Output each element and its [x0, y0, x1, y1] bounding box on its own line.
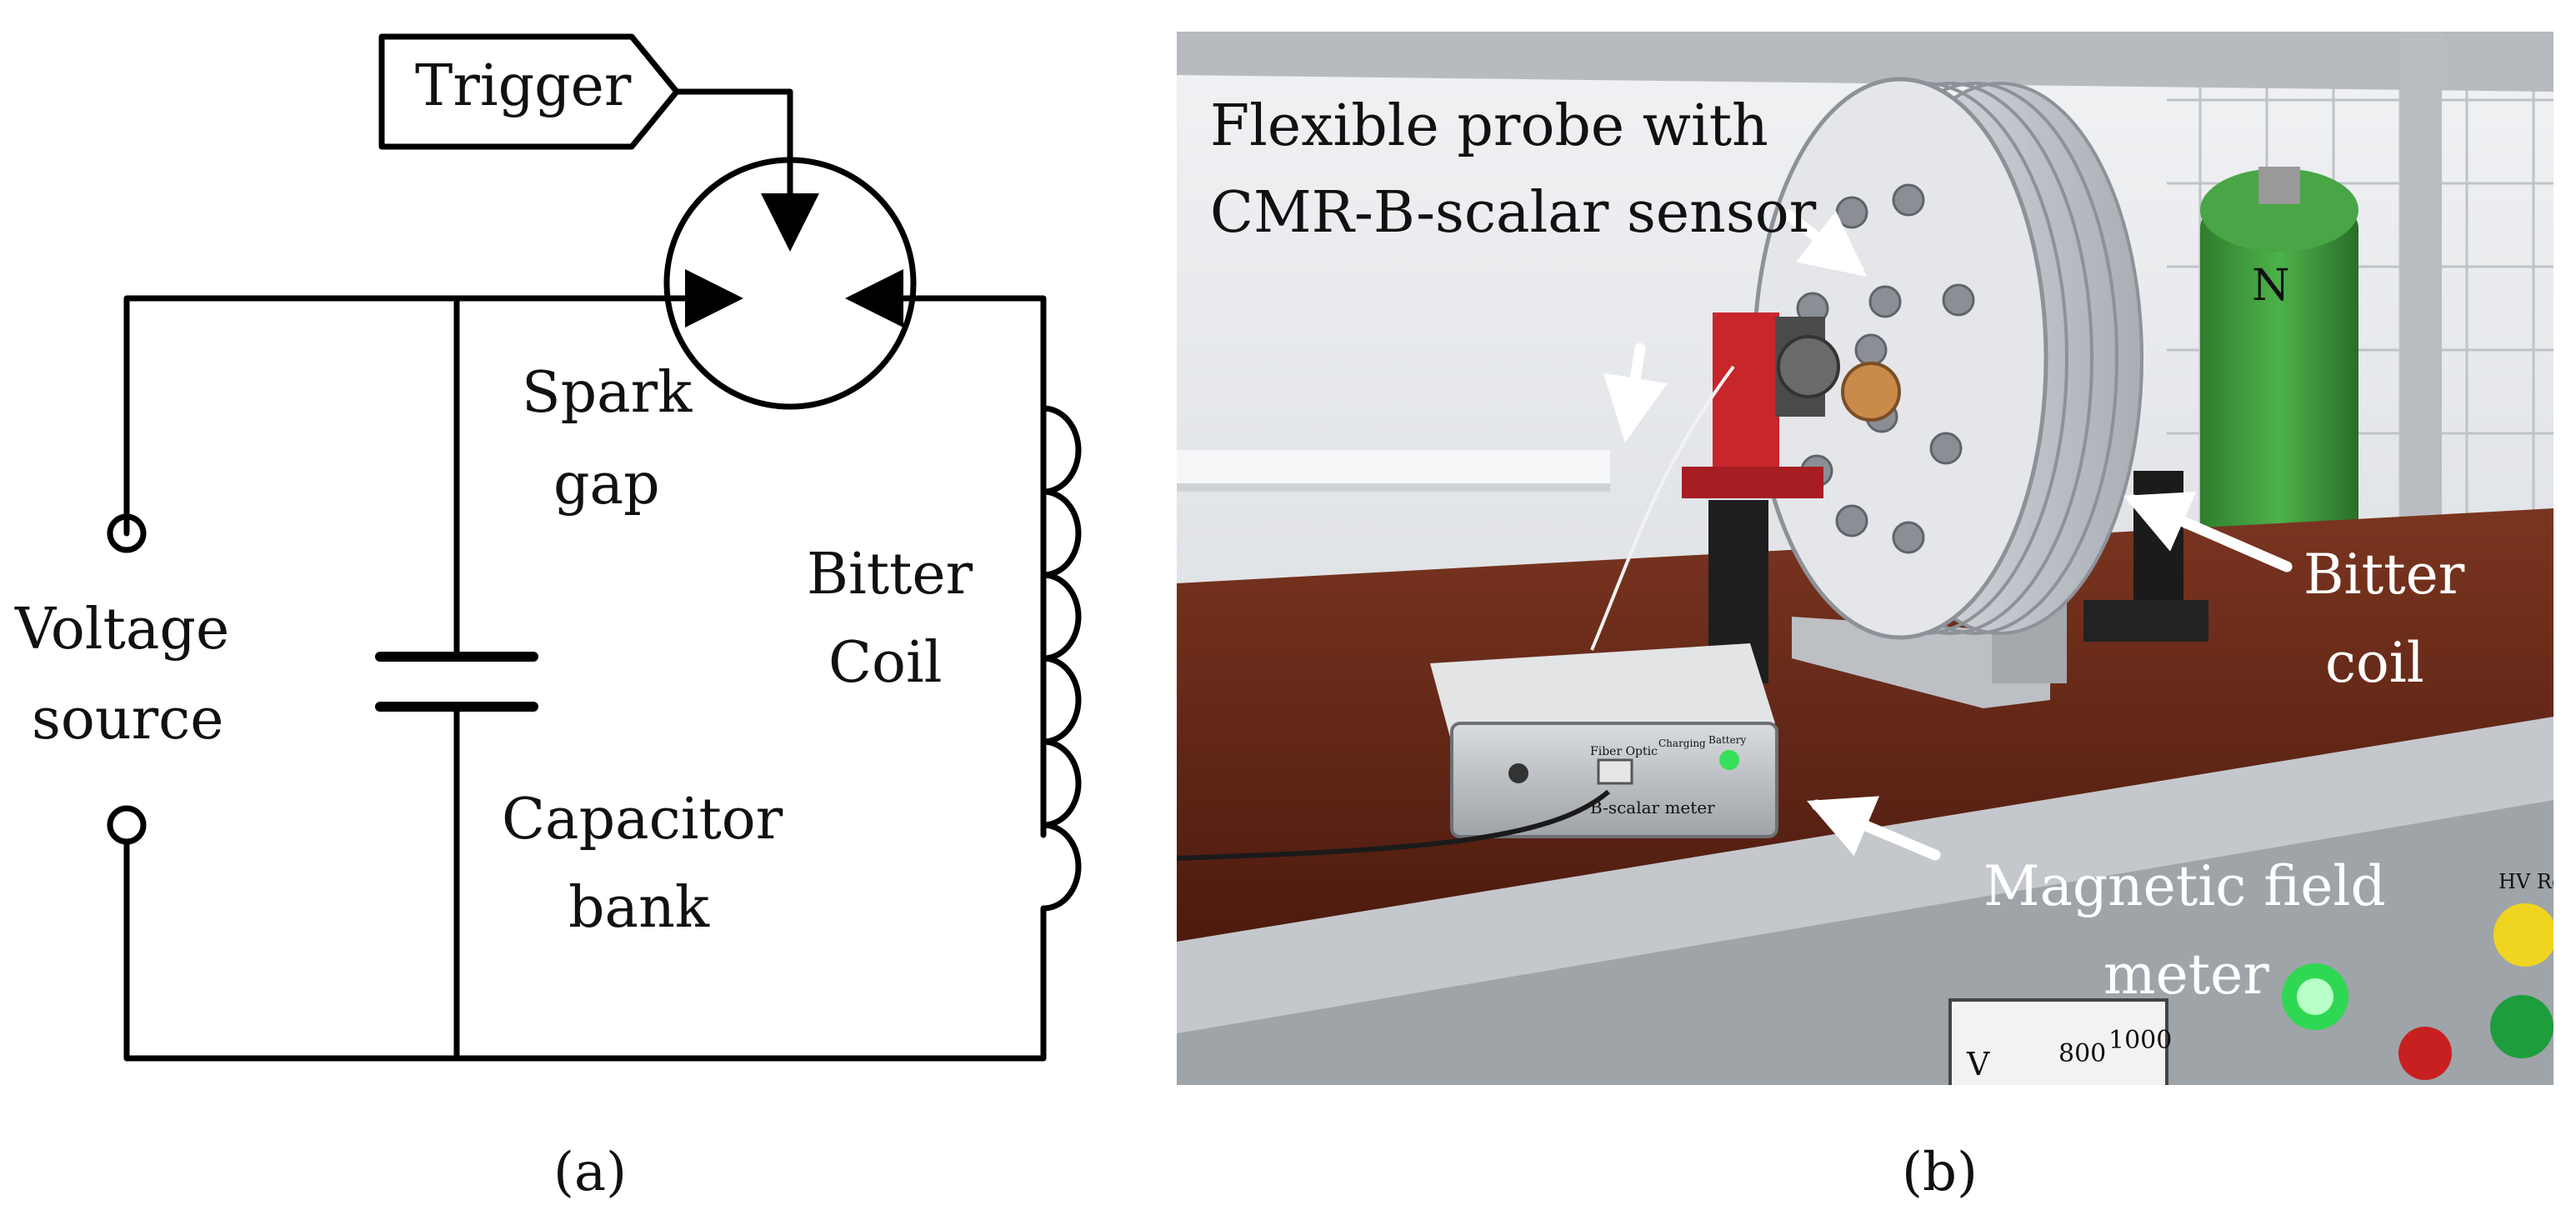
spark-gap-label-line1: Spark: [522, 360, 693, 426]
probe-label-line2: CMR-B-scalar sensor: [1210, 180, 1817, 246]
gauge-unit-label: V: [1966, 1046, 1990, 1082]
arrow-to-bitter-coil: [2123, 492, 2293, 572]
battery-port-label: Battery: [1708, 734, 1746, 746]
control-panel: V 800 1000 HV Rel: [1948, 870, 2570, 1085]
wall-shelf-edge: [1177, 483, 1610, 492]
bitter-coil-label-line2: Coil: [828, 630, 942, 696]
setup-photo: N V 800 1000 HV Rel: [1177, 32, 2570, 1085]
trigger-box: [378, 33, 680, 150]
inductor-coil: [1040, 405, 1082, 935]
circuit-diagram: [107, 33, 1082, 1062]
probe-label-line1: Flexible probe with: [1210, 93, 1768, 159]
bitter-coil-label-line1: Bitter: [807, 542, 973, 608]
arrow-to-meter: [1807, 796, 1941, 861]
capacitor-bank-label-line2: bank: [568, 875, 710, 941]
fiber-cable: [1177, 789, 1610, 861]
terminal-bottom: [107, 805, 147, 845]
top-rail: [1177, 32, 2553, 92]
spark-gap-label-line2: gap: [553, 452, 660, 518]
panel-a-labels: Trigger Spark gap Voltage source Bitter …: [14, 53, 973, 1203]
bottom-left-wire: [123, 838, 1047, 1062]
terminal-top: [107, 513, 147, 553]
device-name-text: B-scalar meter: [1590, 798, 1715, 818]
bench-top: [1177, 508, 2553, 950]
spark-gap-circle: [663, 157, 917, 410]
arrow-to-probe-tip: [1783, 209, 1868, 278]
capacitor-bank-label-line1: Capacitor: [502, 787, 783, 852]
panel-a-caption: (a): [553, 1142, 627, 1203]
voltage-source-label-line1: Voltage: [14, 597, 229, 662]
gauge-tick-1000: 1000: [2108, 1026, 2172, 1055]
bench-front-panel: [1177, 800, 2553, 1085]
panel-b-caption: (b): [1902, 1142, 1978, 1203]
probe-stand: [1682, 312, 1840, 683]
trigger-wire: [673, 88, 819, 252]
probe-cable: [1590, 365, 1735, 651]
fiber-optic-port-label: Fiber Optic: [1590, 745, 1658, 758]
green-button: [2490, 995, 2553, 1058]
charging-port-label: Charging: [1658, 738, 1706, 749]
meter-label-line2: meter: [2103, 942, 2269, 1007]
bitter-coil-photo-label-line1: Bitter: [2303, 542, 2465, 607]
top-left-wire: [123, 269, 743, 537]
svg-text:N: N: [2252, 261, 2290, 311]
trigger-label: Trigger: [415, 53, 632, 119]
magnetic-field-meter-device: B-scalar meter Fiber Optic Charging Batt…: [1430, 643, 1778, 838]
hv-button-label: HV Rel: [2498, 870, 2570, 893]
gas-cylinder: N: [2200, 167, 2358, 558]
coil-bore: [1841, 362, 1901, 422]
meter-label-line1: Magnetic field: [1983, 854, 2386, 918]
gauge-tick-800: 800: [2058, 1039, 2106, 1068]
battery-led: [1719, 750, 1739, 770]
coil-base-plate: [1792, 617, 2050, 708]
voltage-source-label-line2: source: [32, 687, 223, 752]
panel-b-labels: Flexible probe with CMR-B-scalar sensor …: [1210, 93, 2465, 1203]
arrow-to-probe-cable: [1603, 342, 1668, 442]
wall-shelf: [1177, 450, 1610, 483]
red-button: [2398, 1027, 2452, 1080]
bitter-coil-photo-label-line2: coil: [2325, 631, 2424, 695]
green-indicator-glow: [2297, 978, 2333, 1015]
yellow-button: [2493, 903, 2553, 967]
black-post-base: [2083, 600, 2208, 642]
photo-arrows: [1603, 209, 2293, 861]
bench-front-rail: [1177, 717, 2553, 1033]
